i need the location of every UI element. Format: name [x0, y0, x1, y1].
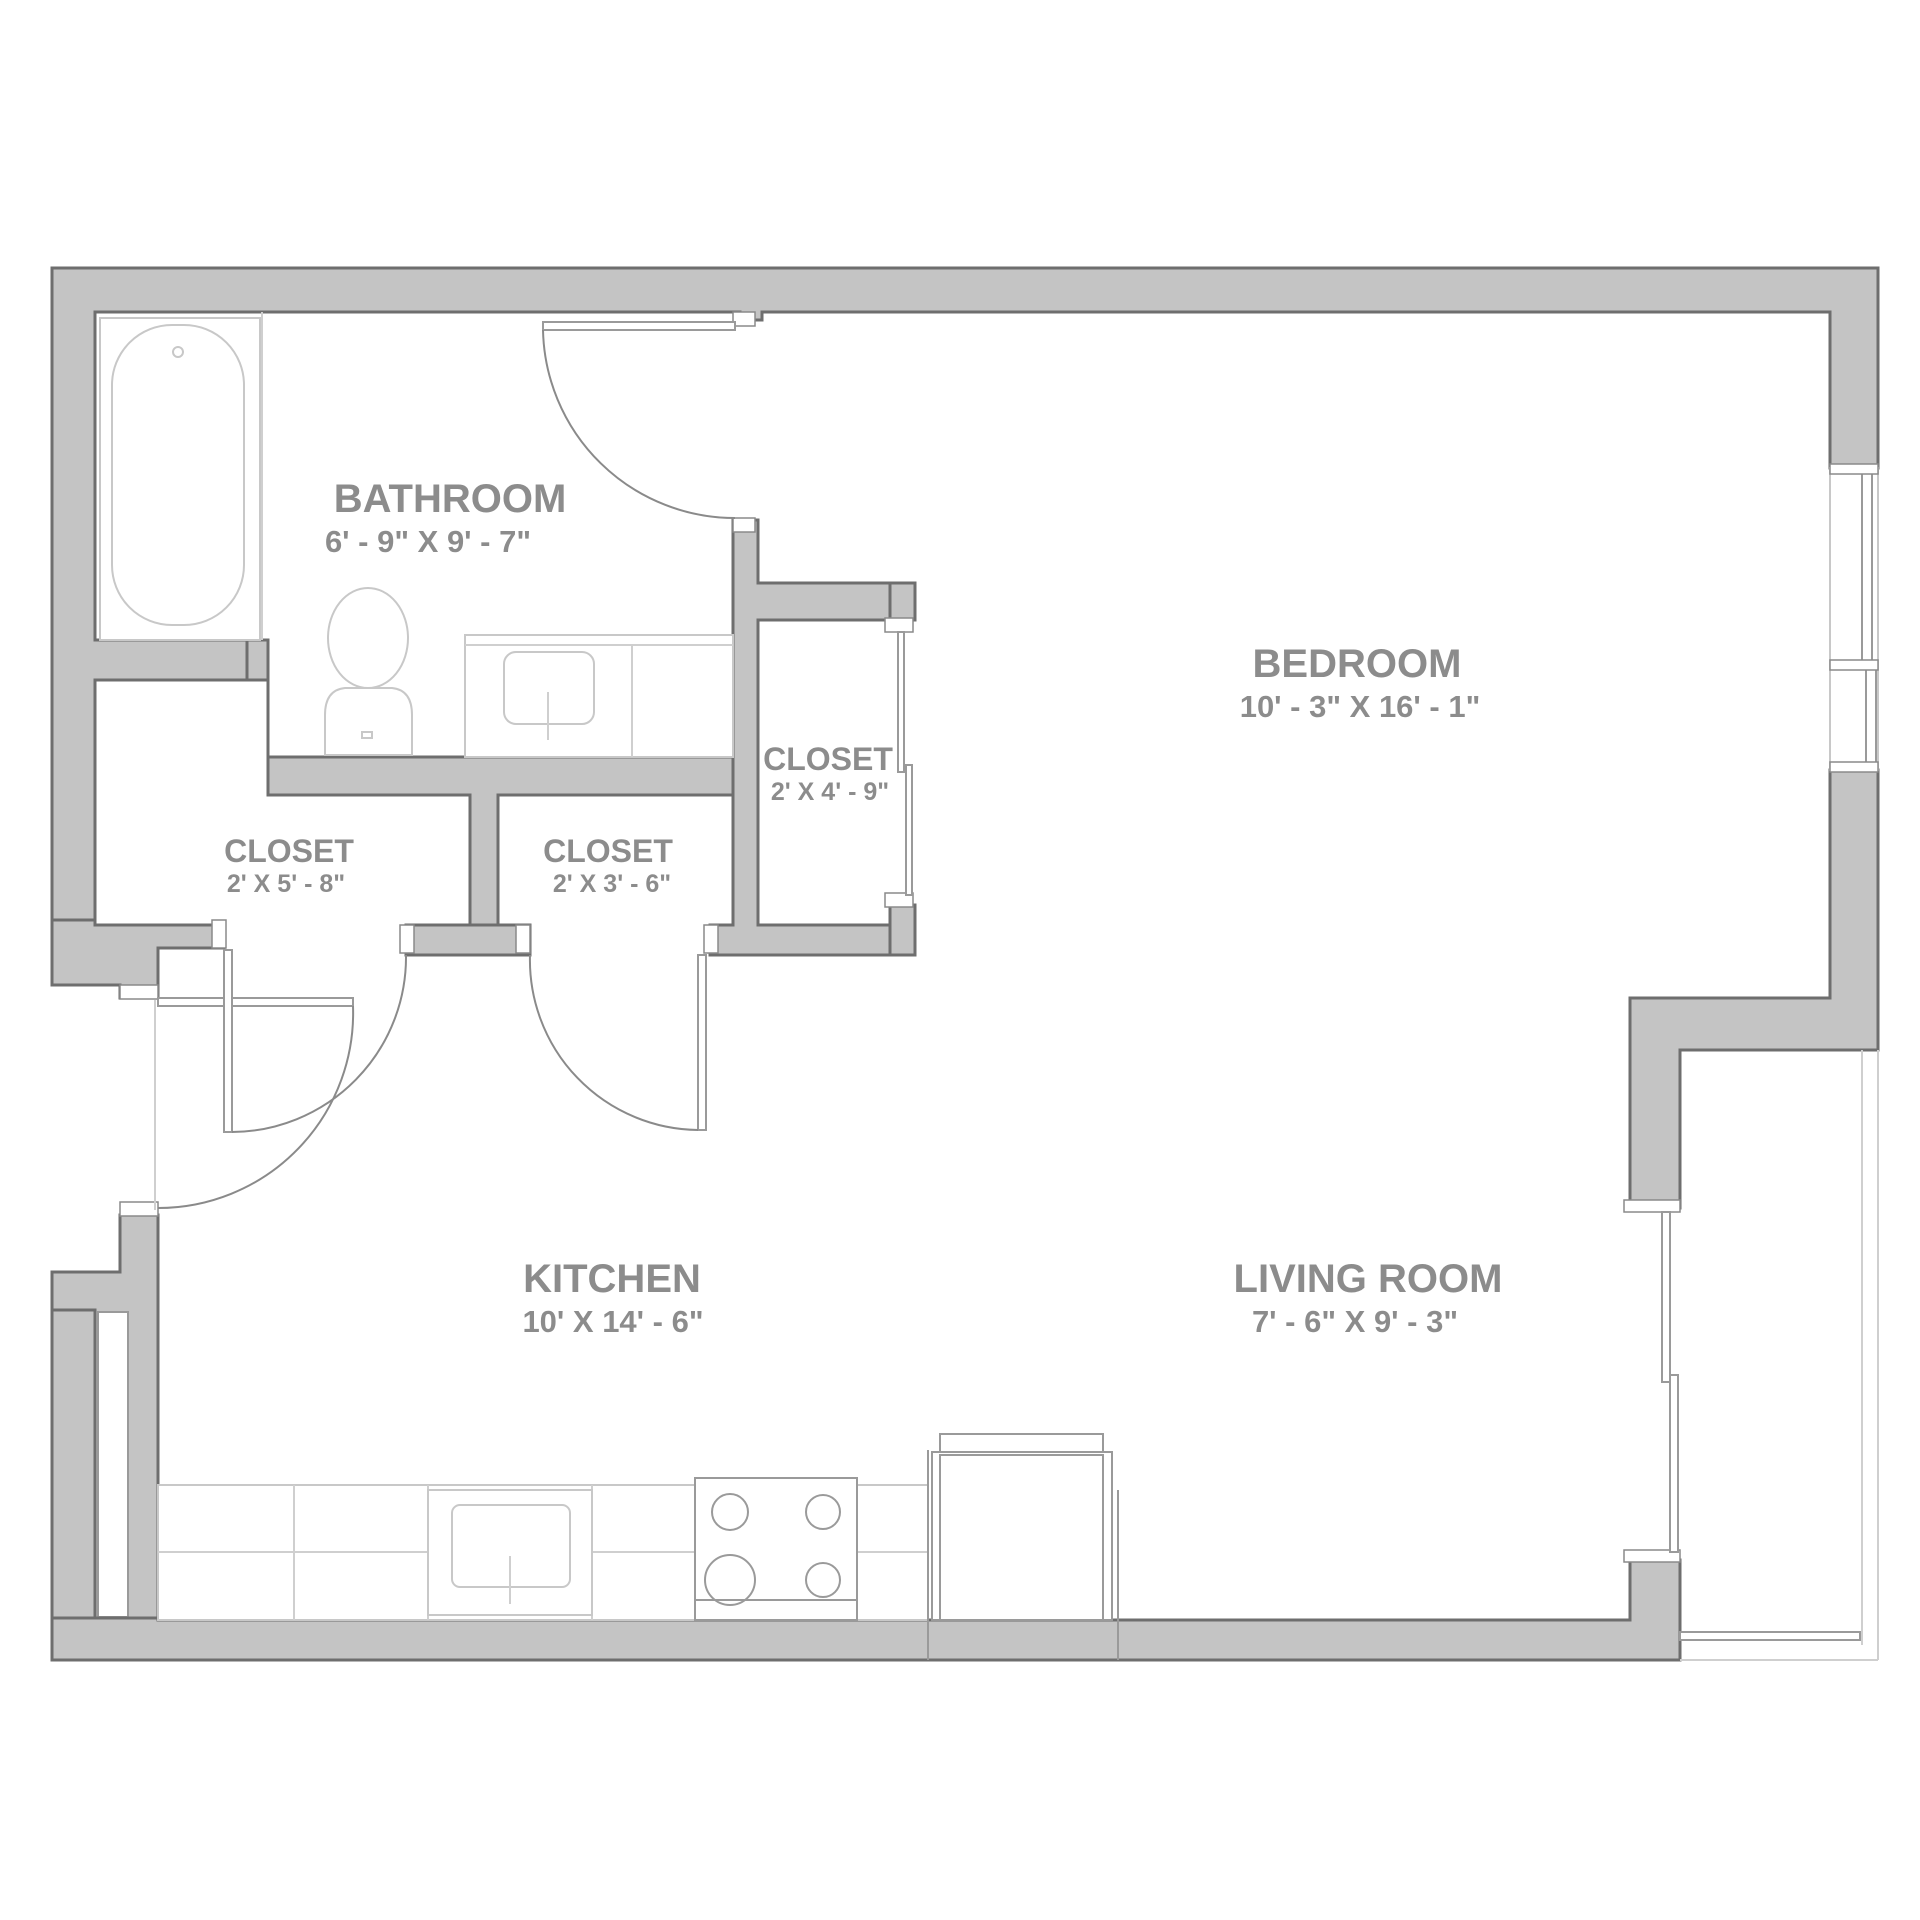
closet-bedroom-name: CLOSET: [763, 741, 893, 777]
closet-bedroom-size: 2' X 4' - 9": [771, 778, 889, 806]
entry-door-swing: [157, 1005, 355, 1209]
patio-slider: [1669, 1374, 1679, 1553]
jamb: [119, 984, 159, 1000]
closet-middle-name: CLOSET: [543, 833, 673, 869]
closet-left-door-swing: [231, 954, 408, 1133]
jamb: [732, 311, 756, 327]
patio-slider: [1661, 1211, 1671, 1383]
left-window-recess: [50, 1308, 97, 1662]
jamb: [1829, 761, 1879, 773]
jamb: [884, 617, 914, 633]
bedroom-size: 10' - 3" X 16' - 1": [1240, 689, 1481, 724]
jamb: [1829, 659, 1879, 671]
bedroom-window: [1829, 463, 1879, 773]
jamb: [399, 924, 415, 954]
toilet-bowl: [327, 587, 409, 689]
jamb: [732, 517, 756, 533]
burner: [704, 1554, 756, 1606]
closet-left-size: 2' X 5' - 8": [227, 870, 345, 898]
patio-door: [1679, 1631, 1861, 1641]
jamb: [211, 919, 227, 949]
entry-door-leaf: [157, 997, 354, 1007]
bathroom-door-swing: [542, 329, 736, 519]
closet-front-wall: [404, 923, 532, 957]
bathroom-name: BATHROOM: [334, 477, 567, 521]
bathtub-basin: [111, 324, 245, 626]
burner: [711, 1493, 749, 1531]
jamb: [515, 924, 531, 954]
bathroom-fixtures: [99, 312, 734, 758]
closet-left-door-leaf: [223, 949, 233, 1133]
refrigerator-body: [939, 1454, 1104, 1621]
living-room-size: 7' - 6" X 9' - 3": [1252, 1304, 1458, 1339]
jamb: [119, 1201, 159, 1217]
bedroom-closet-bottom: [888, 903, 917, 957]
jamb: [884, 892, 914, 908]
outer-wall-top: [50, 266, 1880, 922]
bedroom-name: BEDROOM: [1253, 642, 1462, 686]
jamb: [703, 924, 719, 954]
outer-wall-left-mid: [50, 918, 226, 1000]
jamb: [1829, 463, 1879, 475]
kitchen-name: KITCHEN: [523, 1257, 701, 1301]
toilet-tank: [324, 687, 413, 756]
bathroom-right-wall: [708, 518, 917, 957]
outer-wall-right-upper: [1628, 768, 1880, 1210]
closet-middle-door-leaf: [697, 954, 707, 1131]
closet-left-name: CLOSET: [224, 833, 354, 869]
jamb: [1623, 1549, 1681, 1563]
bathroom-size: 6' - 9" X 9' - 7": [325, 524, 531, 559]
room-labels: BATHROOM 6' - 9" X 9' - 7" BEDROOM 10' -…: [224, 477, 1502, 1339]
burner: [805, 1494, 841, 1530]
window-pane: [1861, 471, 1873, 663]
doors: [154, 321, 1861, 1641]
bathroom-door-leaf: [542, 321, 736, 331]
closet-middle-door-swing: [528, 954, 699, 1131]
bathtub-drain: [172, 346, 184, 358]
closet-bedroom-slider: [905, 764, 913, 896]
kitchen-size: 10' X 14' - 6": [522, 1304, 703, 1339]
closet-bedroom-slider: [897, 631, 905, 773]
burner: [805, 1562, 841, 1598]
toilet-flush: [361, 731, 373, 739]
bedroom-closet-side: [888, 581, 917, 622]
window-pane: [1865, 661, 1877, 767]
balcony: [1680, 1050, 1879, 1661]
closet-middle-size: 2' X 3' - 6": [553, 870, 671, 898]
living-room-name: LIVING ROOM: [1234, 1257, 1503, 1301]
left-window: [97, 1311, 129, 1618]
kitchen-fixtures: [157, 1433, 1119, 1660]
jamb: [1623, 1199, 1681, 1213]
door-jambs: [119, 311, 1681, 1563]
